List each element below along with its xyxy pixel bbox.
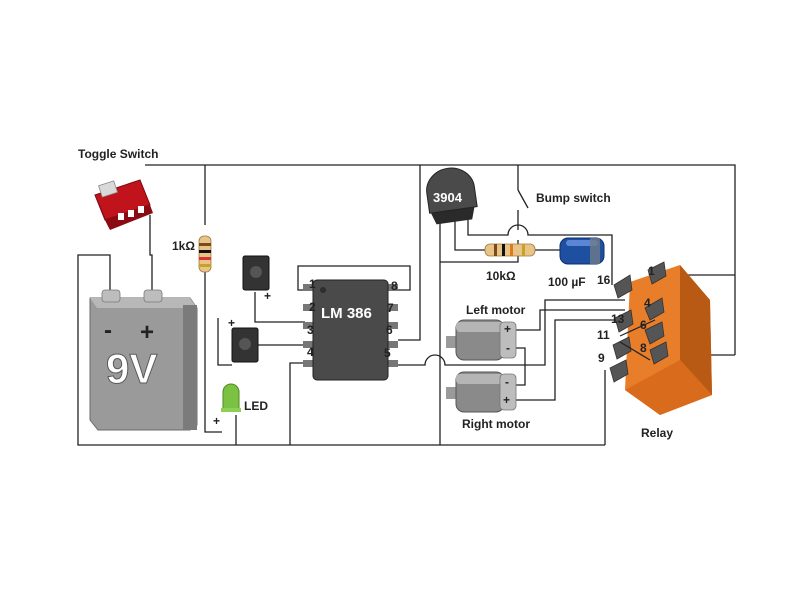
- relay: 1 16 4 13 6 11 8 9 Relay: [597, 261, 712, 440]
- left-motor-plus: +: [504, 322, 511, 336]
- toggle-switch-label: Toggle Switch: [78, 147, 158, 161]
- relay-pin-6: 6: [640, 318, 647, 332]
- right-motor-minus: -: [505, 375, 509, 389]
- relay-pin-8: 8: [640, 341, 647, 355]
- led-label: LED: [244, 399, 268, 413]
- relay-pin-11: 11: [597, 328, 610, 342]
- ic-pin-3: 3: [307, 323, 314, 337]
- battery-voltage-label: 9V: [106, 345, 157, 392]
- right-motor-plus: +: [503, 393, 510, 407]
- wire-toggle-to-battery-plus: [149, 215, 153, 292]
- relay-pin-1: 1: [648, 264, 655, 278]
- wire-left-motor-minus: [515, 347, 526, 386]
- relay-pin-4: 4: [644, 296, 651, 310]
- relay-pin-9: 9: [598, 351, 605, 365]
- capacitor-100uf-label: 100 µF: [548, 275, 586, 289]
- left-motor-minus: -: [506, 341, 510, 355]
- transistor-label: 3904: [433, 190, 463, 205]
- capacitor-top-plus: +: [264, 289, 271, 303]
- right-motor: Right motor - +: [446, 371, 530, 431]
- capacitor-top: +: [242, 255, 271, 303]
- wire-cap-bottom: [217, 318, 232, 366]
- wire-pin1-to-pin8: [297, 265, 411, 291]
- relay-pin-13: 13: [611, 312, 625, 326]
- battery-minus-label: -: [104, 317, 112, 344]
- lm386-ic: LM 386 1 2 3 4 8 7 6 5: [303, 277, 398, 381]
- right-motor-label: Right motor: [462, 417, 530, 431]
- wire-pin4-to-ground: [289, 362, 305, 445]
- wire-pin5-to-relay: [398, 299, 625, 366]
- transistor-3904: 3904: [426, 167, 478, 225]
- led: LED +: [213, 383, 268, 428]
- ic-pin-1: 1: [309, 277, 316, 291]
- wire-resistor-to-led: [204, 272, 222, 433]
- wire-battery-minus-ground: [77, 254, 605, 446]
- wire-pin6-to-top: [398, 165, 421, 341]
- resistor-1k-label: 1kΩ: [172, 239, 195, 253]
- ic-pin-8: 8: [391, 279, 398, 293]
- wire-cap-top: [254, 292, 305, 323]
- ic-pin-6: 6: [386, 323, 393, 337]
- bump-switch: Bump switch: [517, 189, 611, 209]
- resistor-10k: 10kΩ: [484, 243, 536, 283]
- capacitor-100uf: 100 µF: [548, 237, 605, 289]
- battery: - + 9V: [89, 289, 198, 431]
- wire-right-motor-plus: [515, 319, 625, 401]
- bump-switch-label: Bump switch: [536, 191, 611, 205]
- resistor-1k: 1kΩ: [172, 235, 212, 273]
- wire-transistor-emitter: [454, 215, 485, 251]
- relay-label: Relay: [641, 426, 673, 440]
- relay-pin-16: 16: [597, 273, 611, 287]
- ic-pin-4: 4: [307, 345, 314, 359]
- ic-pin-5: 5: [384, 346, 391, 360]
- ic-label: LM 386: [321, 305, 372, 322]
- capacitor-bottom-plus: +: [228, 316, 235, 330]
- resistor-10k-label: 10kΩ: [486, 269, 516, 283]
- wire-top-rail: [145, 164, 736, 355]
- left-motor: Left motor + -: [446, 303, 526, 361]
- left-motor-label: Left motor: [466, 303, 526, 317]
- ic-pin-7: 7: [387, 301, 394, 315]
- battery-plus-label: +: [140, 319, 154, 346]
- led-plus: +: [213, 414, 220, 428]
- wires: [77, 164, 736, 446]
- capacitor-bottom: +: [228, 316, 259, 363]
- wire-left-motor-plus: [515, 309, 625, 331]
- toggle-switch: Toggle Switch: [78, 147, 158, 230]
- ic-pin-2: 2: [309, 300, 316, 314]
